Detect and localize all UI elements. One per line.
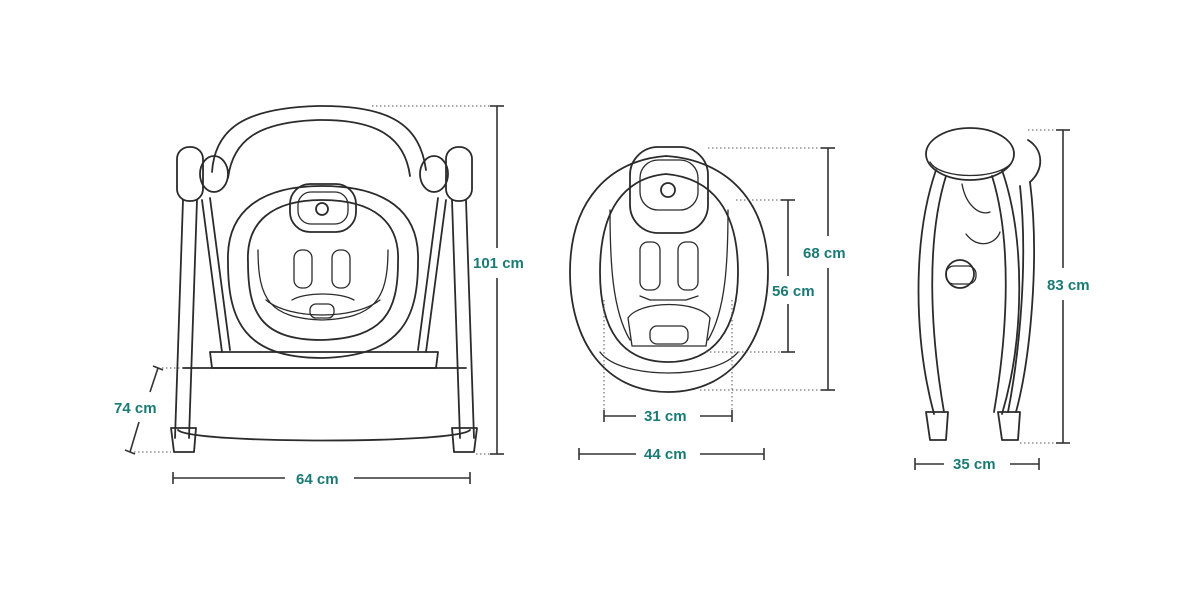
folded-height-label: 83 cm: [1047, 277, 1090, 294]
folded-view-drawing: [917, 127, 1042, 441]
seat-outer-height-label: 68 cm: [803, 245, 846, 262]
dimension-labels: 101 cm 64 cm 74 cm 68 cm 56 cm 31 cm 44 …: [114, 245, 1090, 488]
seat-view-dimensions: [578, 147, 835, 460]
folded-width-label: 35 cm: [953, 456, 996, 473]
front-height-label: 101 cm: [473, 255, 524, 272]
seat-inner-height-label: 56 cm: [772, 283, 815, 300]
front-depth-label: 74 cm: [114, 400, 157, 417]
front-view-dimensions: [124, 105, 504, 484]
seat-inner-width-label: 31 cm: [644, 408, 687, 425]
front-view-drawing: [170, 105, 478, 453]
front-width-label: 64 cm: [296, 471, 339, 488]
seat-outer-width-label: 44 cm: [644, 446, 687, 463]
seat-view-drawing: [569, 146, 769, 393]
folded-view-dimensions: [914, 129, 1070, 470]
